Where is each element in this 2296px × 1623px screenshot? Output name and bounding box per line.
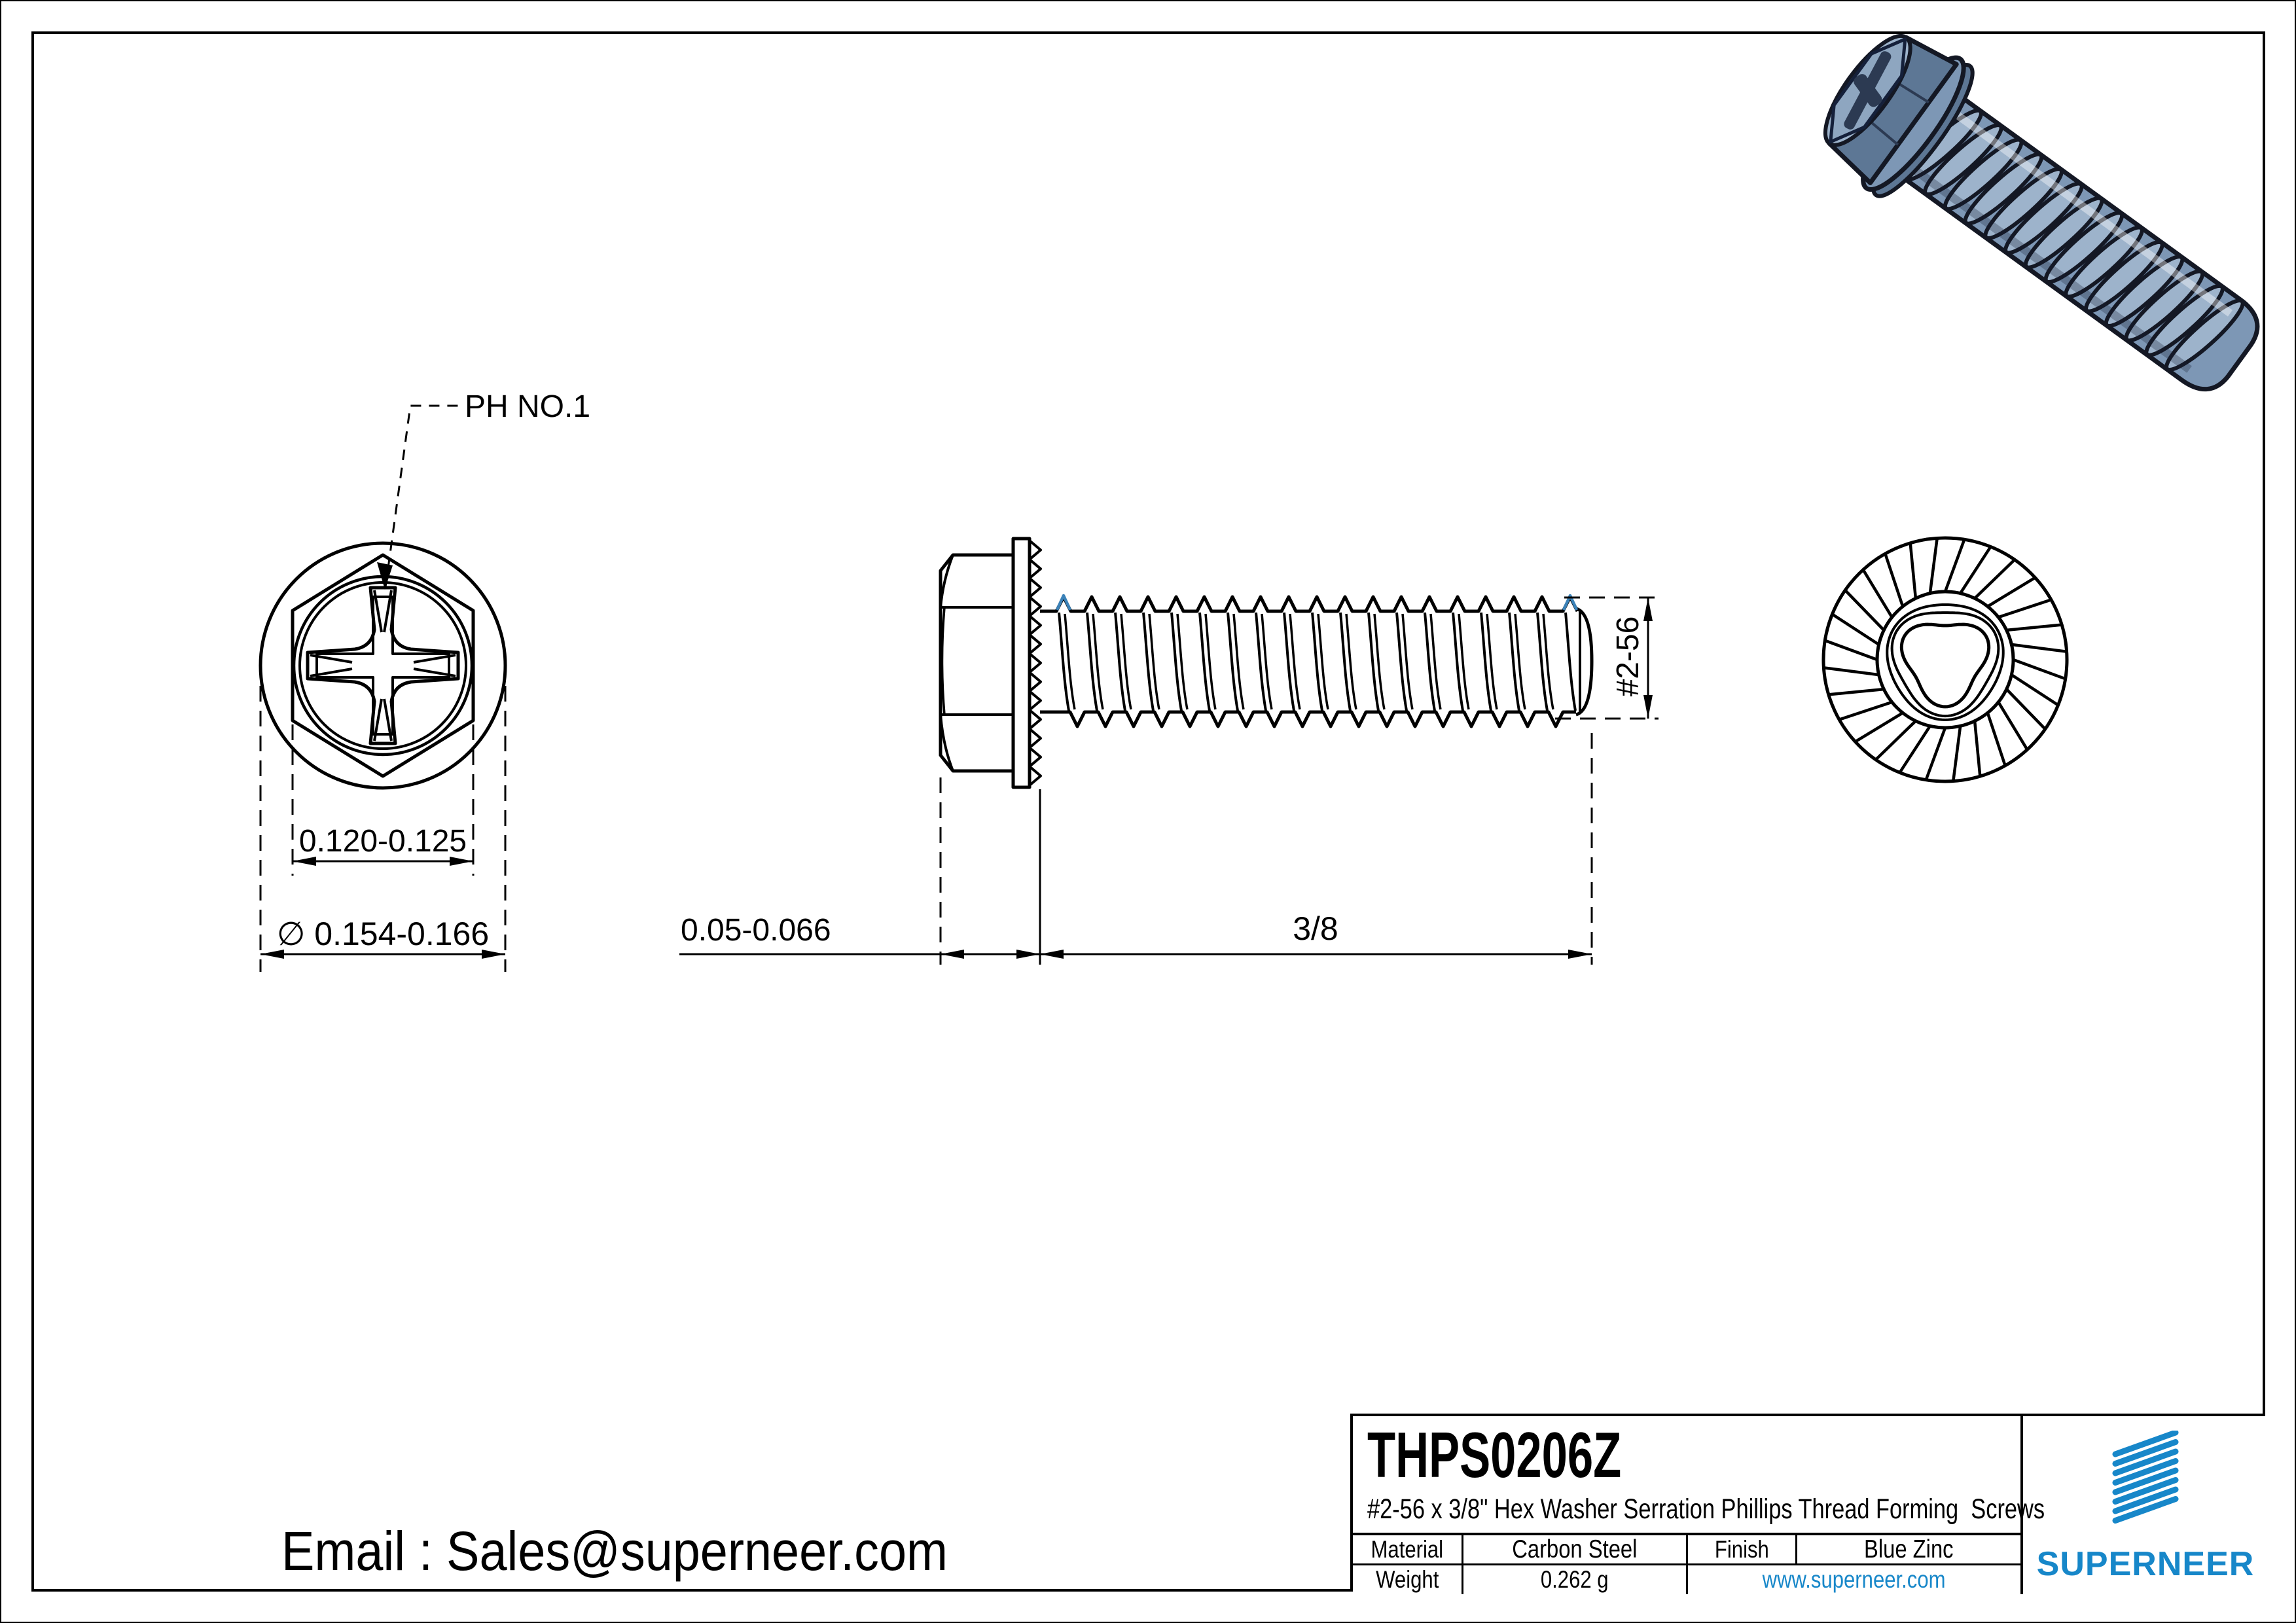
dim-thread-size: #2-56	[1611, 616, 1645, 697]
front-view	[259, 404, 507, 972]
side-view	[679, 537, 1659, 965]
material-value: Carbon Steel	[1463, 1535, 1688, 1563]
part-description: #2-56 x 3/8" Hex Washer Serration Philli…	[1367, 1493, 2045, 1525]
phillips-drive-label: PH NO.1	[465, 389, 591, 424]
contact-email: Email : Sales@superneer.com	[281, 1520, 948, 1582]
brand-name: SUPERNEER	[2036, 1545, 2255, 1583]
website-link[interactable]: www.superneer.com	[1763, 1566, 1946, 1593]
part-number: THPS0206Z	[1367, 1419, 1622, 1491]
superneer-logo-icon	[2112, 1431, 2179, 1524]
sheet-inner-frame	[31, 31, 2265, 1592]
iso-screw	[1823, 33, 2260, 392]
dim-thread-length: 3/8	[1293, 910, 1338, 947]
title-block-row-material: Material Carbon Steel Finish Blue Zinc	[1353, 1535, 2023, 1565]
material-label: Material	[1353, 1535, 1463, 1563]
dim-head-height: 0.05-0.066	[681, 913, 831, 948]
title-block-description-area: THPS0206Z #2-56 x 3/8" Hex Washer Serrat…	[1353, 1416, 2045, 1535]
dim-across-flats: 0.120-0.125	[298, 824, 467, 859]
finish-label: Finish	[1688, 1535, 1797, 1563]
weight-label: Weight	[1353, 1565, 1463, 1594]
weight-value: 0.262 g	[1463, 1565, 1688, 1594]
title-block: THPS0206Z #2-56 x 3/8" Hex Washer Serrat…	[1350, 1414, 2268, 1594]
title-block-row-weight: Weight 0.262 g www.superneer.com	[1353, 1565, 2023, 1594]
dim-washer-diameter: ∅ 0.154-0.166	[276, 916, 490, 952]
brand-cell: SUPERNEER	[2023, 1416, 2268, 1594]
finish-value: Blue Zinc	[1864, 1535, 1954, 1563]
back-view	[1821, 536, 2069, 783]
